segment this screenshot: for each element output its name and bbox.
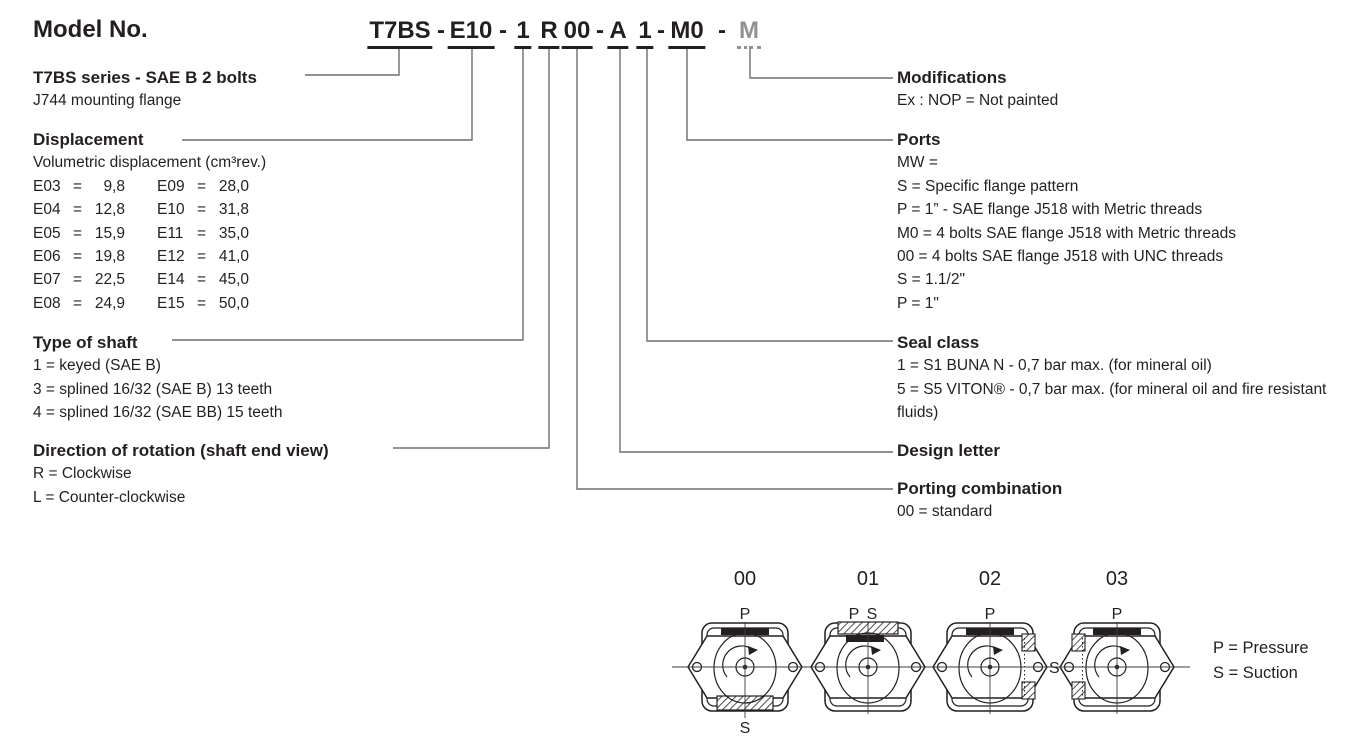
ports-options: MW = S = Specific flange pattern P = 1” - …	[897, 151, 1236, 315]
list-item: P = Pressure	[1213, 639, 1309, 657]
section-series: T7BS series - SAE B 2 bolts J744 mountin…	[33, 66, 257, 113]
section-heading: Type of shaft	[33, 333, 138, 352]
section-heading: Direction of rotation (shaft end view)	[33, 441, 329, 460]
list-item: 1 = keyed (SAE B)	[33, 357, 161, 375]
svg-text:S: S	[1049, 660, 1060, 677]
code-segment-series: T7BS	[367, 17, 433, 49]
section-shaft: Type of shaft 1 = keyed (SAE B) 3 = splin…	[33, 331, 282, 425]
diagram-number: 01	[856, 568, 880, 590]
list-item: L = Counter-clockwise	[33, 488, 186, 506]
list-item: P = 1"	[897, 294, 939, 312]
shaft-options: 1 = keyed (SAE B) 3 = splined 16/32 (SAE …	[33, 354, 282, 424]
code-separator: -	[657, 17, 665, 44]
list-item: 3 = splined 16/32 (SAE B) 13 teeth	[33, 380, 273, 398]
diagram-number: 02	[978, 568, 1002, 590]
list-item: 4 = splined 16/32 (SAE BB) 15 teeth	[33, 404, 283, 422]
list-item: S = Suction	[1213, 663, 1298, 682]
connector-modifications	[749, 46, 893, 79]
svg-text:P: P	[740, 606, 751, 623]
page-title: Model No.	[33, 16, 148, 43]
code-separator: -	[596, 17, 604, 44]
code-segment-ports: M0	[668, 17, 706, 49]
section-displacement: Displacement Volumetric displacement (cm…	[33, 128, 266, 315]
legend-entries: P = Pressure S = Suction	[1213, 636, 1309, 685]
code-separator: -	[718, 17, 726, 44]
code-segment-displacement: E10	[447, 17, 495, 49]
section-ports: Ports MW = S = Specific flange pattern P =…	[897, 128, 1236, 315]
section-design: Design letter	[897, 439, 1000, 462]
list-item: M0 = 4 bolts SAE flange J518 with Metric…	[897, 224, 1237, 242]
section-rotation: Direction of rotation (shaft end view) R…	[33, 439, 329, 509]
section-heading: Seal class	[897, 333, 980, 352]
list-item: R = Clockwise	[33, 465, 132, 483]
section-modifications: Modifications Ex : NOP = Not painted	[897, 66, 1058, 113]
svg-text:P: P	[985, 606, 996, 623]
svg-text:S: S	[867, 606, 878, 623]
list-item: MW =	[897, 154, 938, 172]
list-item: S = Specific flange pattern	[897, 177, 1079, 195]
code-segment-seal: 1	[636, 17, 654, 49]
list-item: 00 = 4 bolts SAE flange J518 with UNC th…	[897, 248, 1224, 266]
section-heading: Design letter	[897, 441, 1000, 460]
connector-design-letter	[619, 46, 893, 453]
svg-text:P: P	[1112, 606, 1123, 623]
connector-porting-combination	[576, 46, 893, 490]
code-segment-modifications: M	[737, 17, 761, 49]
ports-legend: P = Pressure S = Suction	[1213, 636, 1309, 685]
svg-text:S: S	[740, 720, 751, 737]
diagram-number: 03	[1105, 568, 1129, 590]
section-heading: Displacement	[33, 130, 144, 149]
connector-seal-class	[646, 46, 893, 342]
section-subheading: Volumetric displacement (cm³rev.)	[33, 154, 267, 172]
seal-options: 1 = S1 BUNA N - 0,7 bar max. (for minera…	[897, 354, 1339, 424]
rotation-options: R = Clockwise L = Counter-clockwise	[33, 462, 329, 509]
section-seal: Seal class 1 = S1 BUNA N - 0,7 bar max. …	[897, 331, 1339, 425]
code-separator: -	[437, 17, 445, 44]
diagram-number: 00	[733, 568, 757, 590]
connector-series	[305, 46, 400, 76]
list-item: S = 1.1/2"	[897, 271, 965, 289]
section-body: Ex : NOP = Not painted	[897, 92, 1059, 110]
list-item: 1 = S1 BUNA N - 0,7 bar max. (for minera…	[897, 357, 1212, 375]
code-separator: -	[499, 17, 507, 44]
code-segment-rotation: R	[538, 17, 560, 49]
list-item: P = 1” - SAE flange J518 with Metric thr…	[897, 201, 1203, 219]
section-body: 00 = standard	[897, 503, 993, 521]
connector-rotation	[393, 46, 550, 449]
porting-diagram-03: 03 P	[1042, 562, 1192, 739]
section-porting-combination: Porting combination 00 = standard	[897, 477, 1062, 524]
code-segment-porting: 00	[561, 17, 593, 49]
section-body: J744 mounting flange	[33, 92, 182, 110]
section-heading: Ports	[897, 130, 941, 149]
code-segment-design: A	[607, 17, 629, 49]
svg-text:P: P	[849, 606, 860, 623]
section-heading: T7BS series - SAE B 2 bolts	[33, 68, 257, 87]
section-heading: Porting combination	[897, 479, 1063, 498]
section-heading: Modifications	[897, 68, 1007, 87]
connector-ports	[686, 46, 893, 141]
list-item: 5 = S5 VITON® - 0,7 bar max. (for minera…	[897, 380, 1327, 422]
code-segment-shaft: 1	[514, 17, 532, 49]
pump-front-view: P	[1042, 592, 1192, 739]
